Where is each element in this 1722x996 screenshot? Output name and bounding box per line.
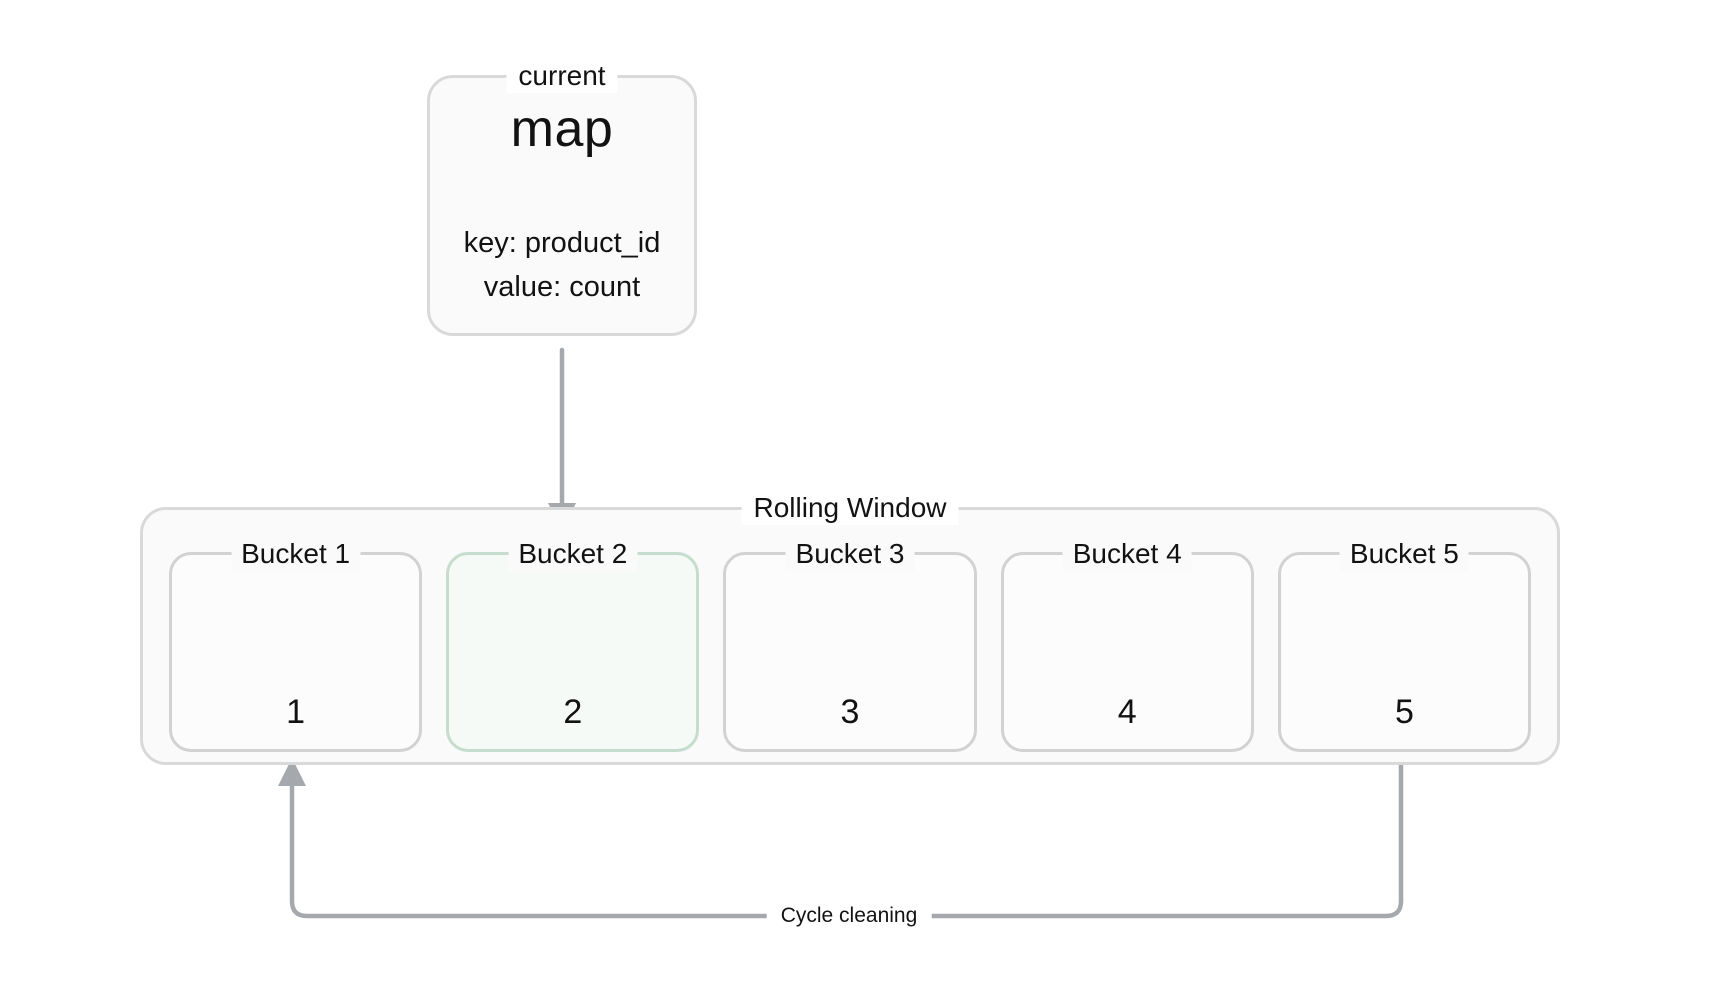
bucket-label: Bucket 2 — [508, 537, 638, 571]
current-map-box: current map key: product_id value: count — [427, 59, 697, 336]
bucket-number: 4 — [1117, 693, 1137, 731]
map-key-value: key: product_id value: count — [464, 221, 661, 309]
bucket-number: 5 — [1394, 693, 1414, 731]
bucket-number: 3 — [840, 693, 860, 731]
bucket-label: Bucket 4 — [1062, 537, 1192, 571]
bucket: Bucket 2 2 — [446, 537, 700, 752]
bucket: Bucket 5 5 — [1277, 537, 1532, 752]
rolling-window-box: Rolling Window Bucket 1 1 Bucket 2 2 Buc… — [140, 491, 1560, 765]
map-key-line: key: product_id — [463, 227, 661, 259]
map-value-line: value: count — [483, 271, 641, 303]
bucket: Bucket 1 1 — [169, 537, 423, 752]
bucket-number: 1 — [286, 693, 306, 731]
bucket-number: 2 — [563, 693, 583, 731]
bucket-label: Bucket 3 — [785, 537, 915, 571]
bucket-label: Bucket 5 — [1339, 537, 1469, 571]
rolling-window-label: Rolling Window — [741, 491, 959, 525]
current-box-label: current — [506, 59, 618, 93]
arrow-down-icon — [548, 347, 576, 531]
bucket: Bucket 3 3 — [723, 537, 977, 752]
arrow-loop-up-icon — [278, 753, 1404, 919]
bucket: Bucket 4 4 — [1000, 537, 1254, 752]
bucket-label: Bucket 1 — [231, 537, 361, 571]
cycle-cleaning-label: Cycle cleaning — [766, 902, 932, 930]
map-title: map — [510, 100, 614, 158]
